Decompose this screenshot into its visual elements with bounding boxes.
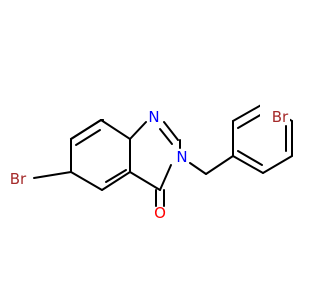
atom-label-br-right: Br xyxy=(272,108,289,126)
bond xyxy=(129,121,147,140)
atom-label-br-left: Br xyxy=(10,170,27,188)
atom-label-n1: N xyxy=(148,108,159,126)
bond xyxy=(205,155,234,175)
label-background xyxy=(260,100,290,125)
bond xyxy=(70,119,102,140)
molecule-structure: N N O Br Br xyxy=(9,100,293,222)
bond xyxy=(101,171,131,191)
bond xyxy=(262,155,293,174)
bond xyxy=(75,129,101,146)
bond xyxy=(129,171,161,191)
atom-label-o: O xyxy=(154,204,166,222)
structure-canvas: N N O Br Br xyxy=(9,100,293,222)
bond xyxy=(189,162,207,175)
bond xyxy=(237,150,263,166)
bond xyxy=(159,128,173,145)
bond xyxy=(232,103,264,122)
bond xyxy=(163,121,179,141)
bond xyxy=(159,164,172,191)
bond-lines xyxy=(33,103,293,207)
atom-label-n3: N xyxy=(176,148,187,166)
bond xyxy=(232,155,264,174)
bond xyxy=(105,169,127,183)
bond xyxy=(70,171,103,191)
bond xyxy=(33,171,72,179)
bond xyxy=(100,119,131,140)
bond xyxy=(237,113,263,129)
